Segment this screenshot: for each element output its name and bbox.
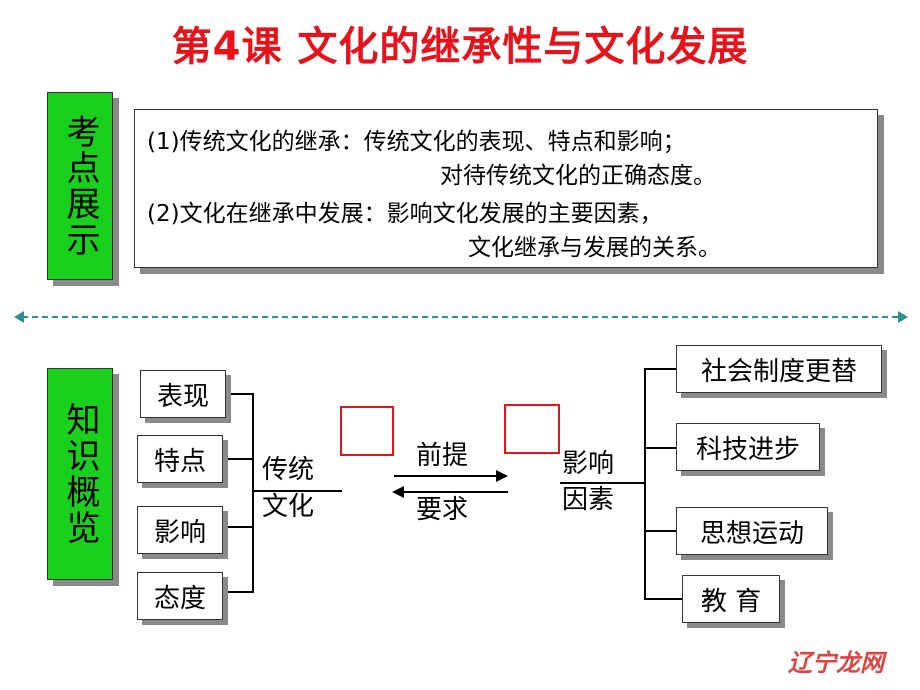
center-left-line1: 传统 [262, 455, 315, 485]
divider-arrow-right-icon [898, 311, 908, 323]
arrow-left-head-icon [392, 486, 404, 498]
watermark: 辽宁龙网 [788, 649, 884, 677]
blank-box-right [504, 404, 560, 454]
right-connector-4 [644, 598, 682, 600]
node-tedian: 特点 [137, 435, 223, 483]
node-yingxiang: 影响 [137, 506, 223, 554]
exam-points-box: (1)传统文化的继承：传统文化的表现、特点和影响； 对待传统文化的正确态度。 (… [134, 109, 878, 268]
left-connector-2 [222, 458, 254, 460]
divider-arrow-left-icon [14, 311, 24, 323]
node-education: 教 育 [682, 575, 780, 623]
exam-point-2: (2)文化在继承中发展：影响文化发展的主要因素， [147, 201, 663, 227]
node-social-system: 社会制度更替 [676, 345, 882, 393]
arrow-label-bottom: 要求 [416, 495, 469, 525]
node-tech-progress: 科技进步 [676, 423, 820, 471]
arrow-right-head-icon [496, 470, 508, 482]
node-thought-movement: 思想运动 [676, 507, 828, 555]
exam-point-2-cont: 文化继承与发展的关系。 [468, 235, 721, 261]
page-title: 第4课 文化的继承性与文化发展 [171, 24, 749, 70]
arrow-left-shaft [404, 491, 508, 493]
node-biaoxian: 表现 [140, 370, 226, 418]
center-right-line2: 因素 [562, 485, 615, 515]
right-connector-2 [644, 447, 678, 449]
right-bracket-vertical [644, 368, 646, 600]
exam-point-1: (1)传统文化的继承：传统文化的表现、特点和影响； [147, 129, 686, 155]
left-connector-1 [222, 393, 254, 395]
right-center-line [560, 482, 646, 484]
node-taidu: 态度 [137, 572, 223, 620]
left-connector-3 [222, 526, 254, 528]
left-connector-4 [222, 591, 254, 593]
overview-label: 知识概览 [47, 368, 113, 580]
arrow-right-shaft [394, 475, 498, 477]
arrow-label-top: 前提 [416, 441, 469, 471]
center-right-line1: 影响 [562, 449, 615, 479]
exam-point-1-cont: 对待传统文化的正确态度。 [440, 163, 716, 189]
section-divider [22, 316, 898, 318]
right-connector-1 [644, 368, 678, 370]
exam-points-label: 考点展示 [47, 92, 113, 280]
blank-box-left [340, 406, 394, 456]
right-connector-3 [644, 530, 678, 532]
center-left-line2: 文化 [262, 492, 315, 522]
left-center-line [252, 490, 342, 492]
left-bracket-vertical [252, 393, 254, 593]
